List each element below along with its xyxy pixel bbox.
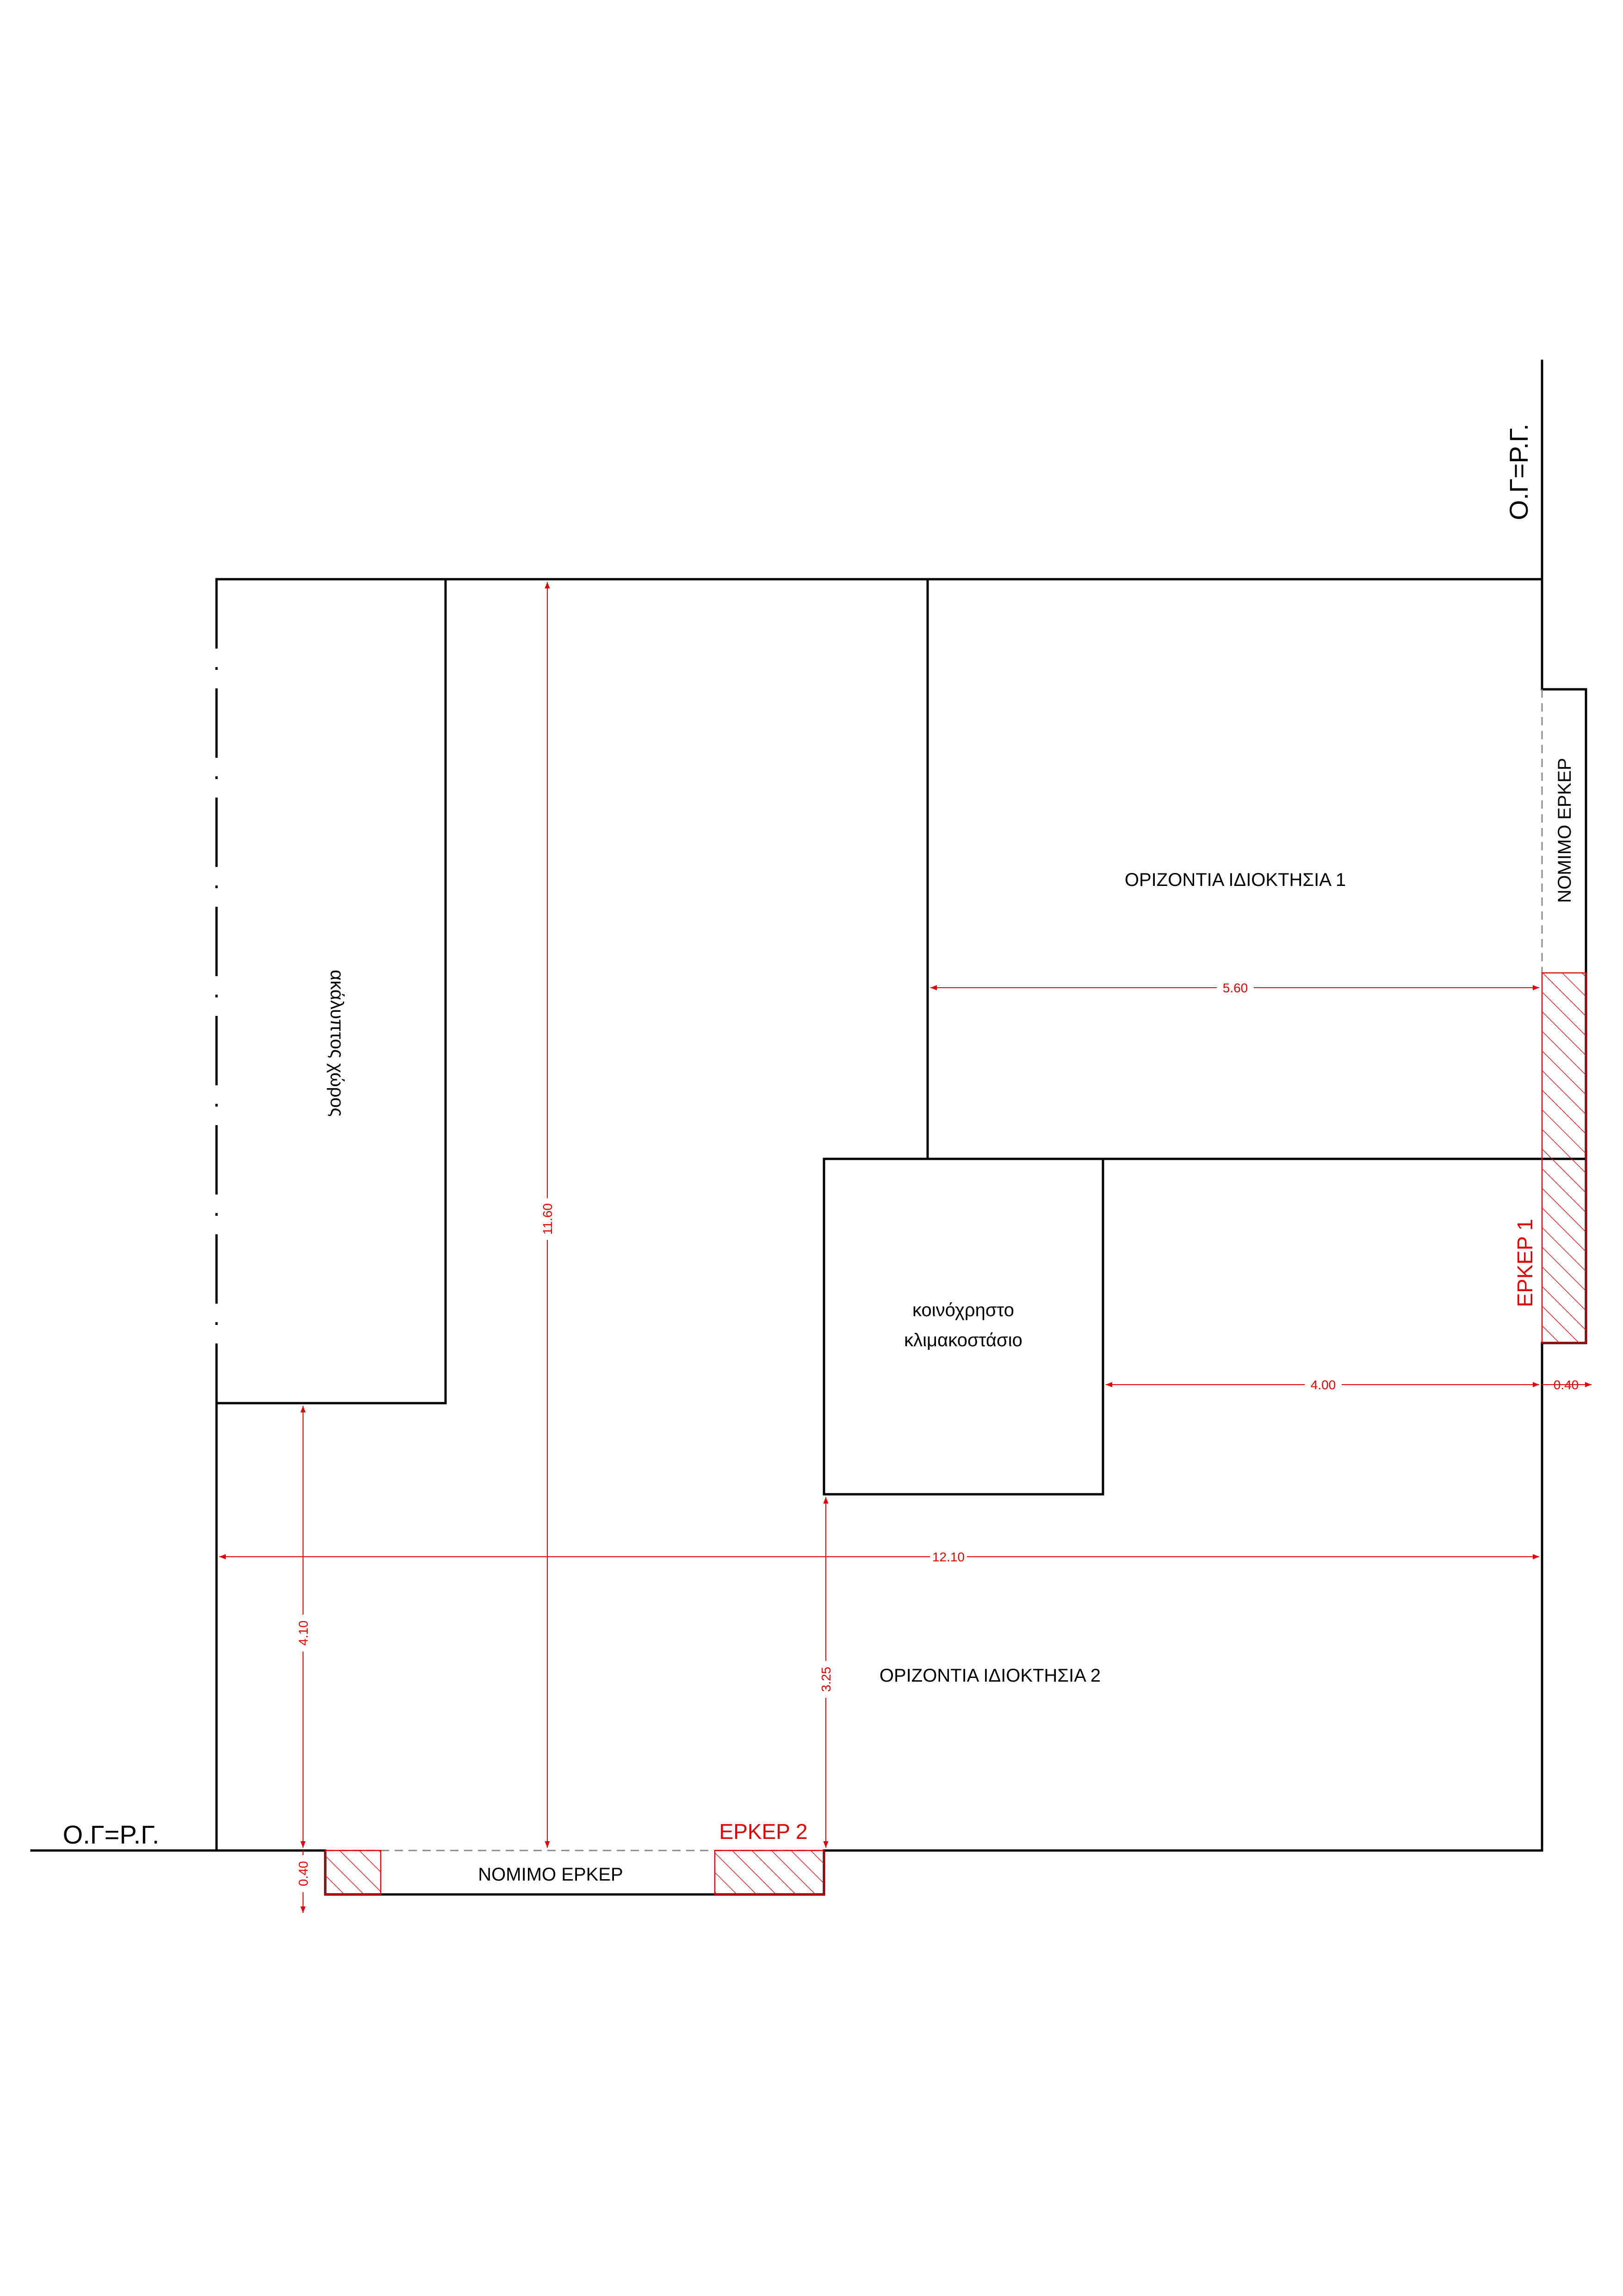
dim-total-depth: 11.60 bbox=[540, 1203, 555, 1235]
label-open-space: ακάλυπτος χώρος bbox=[327, 970, 347, 1117]
label-legal-bay-right: ΝΟΜΙΜΟ ΕΡΚΕΡ bbox=[1555, 758, 1575, 903]
dim-staircase-to-edge: 4.00 bbox=[1311, 1378, 1336, 1392]
label-bay-2: ΕΡΚΕΡ 2 bbox=[719, 1819, 808, 1844]
label-staircase-line1: κοινόχρηστο bbox=[912, 1300, 1014, 1320]
dim-property-1-width: 5.60 bbox=[1223, 981, 1248, 995]
label-staircase-line2: κλιμακοστάσιο bbox=[904, 1330, 1022, 1350]
dim-bottom-bay: 0.40 bbox=[296, 1861, 310, 1887]
dim-open-space-offset: 4.10 bbox=[296, 1621, 310, 1646]
dim-staircase-offset: 3.25 bbox=[819, 1667, 833, 1692]
dim-right-bay: 0.40 bbox=[1554, 1378, 1579, 1392]
dim-total-width: 12.10 bbox=[932, 1550, 965, 1564]
bay-2-hatch-right bbox=[714, 1850, 825, 1895]
bay-2-hatch-left bbox=[324, 1850, 382, 1895]
bay-1-hatch bbox=[1541, 972, 1587, 1344]
label-bay-1: ΕΡΚΕΡ 1 bbox=[1513, 1219, 1537, 1307]
label-property-1: ΟΡΙΖΟΝΤΙΑ ΙΔΙΟΚΤΗΣΙΑ 1 bbox=[1125, 870, 1346, 890]
open-space-outline bbox=[215, 578, 447, 1405]
label-og-rg-bottom: Ο.Γ=Ρ.Γ. bbox=[63, 1820, 160, 1849]
label-og-rg-top: Ο.Γ=Ρ.Γ. bbox=[1504, 424, 1533, 520]
staircase-outline bbox=[823, 1157, 1104, 1496]
label-legal-bay-bottom: ΝΟΜΙΜΟ ΕΡΚΕΡ bbox=[478, 1864, 623, 1885]
plot-outline bbox=[215, 578, 1587, 1896]
label-property-2: ΟΡΙΖΟΝΤΙΑ ΙΔΙΟΚΤΗΣΙΑ 2 bbox=[880, 1665, 1101, 1686]
